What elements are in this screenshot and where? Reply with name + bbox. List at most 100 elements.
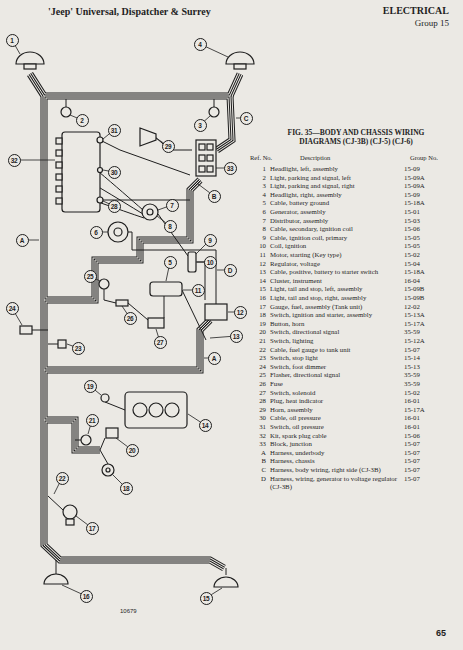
callout-number: 2: [76, 114, 89, 127]
ref-number: 24: [250, 363, 266, 371]
part-description: Switch, oil pressure: [270, 423, 398, 431]
ref-number: 8: [250, 225, 266, 233]
ref-number: 2: [250, 174, 266, 182]
group-number: 16-01: [404, 423, 420, 431]
group-number: 15-09B: [404, 285, 424, 293]
callout-number: 15: [200, 592, 213, 605]
ref-number: 25: [250, 371, 266, 379]
part-description: Horn, assembly: [270, 406, 398, 414]
part-description: Gauge, fuel, assembly (Tank unit): [270, 303, 398, 311]
callout-number: 14: [199, 419, 212, 432]
ref-number: 17: [250, 303, 266, 311]
ref-number: 3: [250, 182, 266, 190]
group-number: 15-07: [404, 457, 420, 465]
group-number: 15-07: [404, 449, 420, 457]
group-number: 15-04: [404, 260, 420, 268]
callout-number: 11: [192, 284, 205, 297]
callout-number: B: [208, 190, 221, 203]
ref-number: 11: [250, 251, 266, 259]
part-description: Kit, spark plug cable: [270, 432, 398, 440]
callout-number: 25: [84, 270, 97, 283]
part-description: Cable, battery ground: [270, 199, 398, 207]
callout-number: 13: [230, 330, 243, 343]
ref-number: D: [250, 475, 266, 483]
part-description: Switch, foot dimmer: [270, 363, 398, 371]
ref-number: 15: [250, 285, 266, 293]
group-number: 15-05: [404, 234, 420, 242]
callout-number: 10: [204, 256, 217, 269]
figure-number: 10679: [120, 608, 137, 615]
callout-number: 3: [194, 119, 207, 132]
group-number: 35-59: [404, 380, 420, 388]
ref-number: 1: [250, 165, 266, 173]
components: [16, 52, 254, 587]
callout-number: C: [240, 112, 253, 125]
ref-number: 5: [250, 199, 266, 207]
group-number: 35-59: [404, 328, 420, 336]
ref-number: 9: [250, 234, 266, 242]
part-description: Harness, underbody: [270, 449, 398, 457]
part-description: Motor, starting (Key type): [270, 251, 398, 259]
group-number: 15-09A: [404, 182, 425, 190]
group-number: 15-07: [404, 346, 420, 354]
header-text: Group 15: [415, 18, 449, 28]
ref-number: 26: [250, 380, 266, 388]
group-number: 15-14: [404, 354, 420, 362]
part-description: Headlight, right, assembly: [270, 191, 398, 199]
callout-number: 21: [86, 414, 99, 427]
part-description: Switch, lighting: [270, 337, 398, 345]
group-number: 15-01: [404, 208, 420, 216]
ref-number: A: [250, 449, 266, 457]
column-header: Ref. No.: [250, 154, 272, 161]
callout-number: 24: [6, 302, 19, 315]
part-description: Button, horn: [270, 320, 398, 328]
group-number: 15-09B: [404, 294, 424, 302]
ref-number: 33: [250, 440, 266, 448]
ref-number: 14: [250, 277, 266, 285]
callout-number: 22: [56, 472, 69, 485]
column-header: Group No.: [410, 154, 438, 161]
callout-number: 32: [8, 154, 21, 167]
ref-number: 21: [250, 337, 266, 345]
part-description: Cluster, instrument: [270, 277, 398, 285]
part-description: Light, tail and stop, right, assembly: [270, 294, 398, 302]
part-description: Headlight, left, assembly: [270, 165, 398, 173]
part-description: Block, junction: [270, 440, 398, 448]
part-description: Switch, solenoid: [270, 389, 398, 397]
ref-number: 31: [250, 423, 266, 431]
group-number: 15-13: [404, 363, 420, 371]
ref-number: 12: [250, 260, 266, 268]
part-description: Regulator, voltage: [270, 260, 398, 268]
header-text: 'Jeep' Universal, Dispatcher & Surrey: [48, 6, 211, 18]
group-number: 15-09: [404, 191, 420, 199]
group-number: 15-13A: [404, 311, 425, 319]
ref-number: 13: [250, 268, 266, 276]
callout-number: 18: [120, 482, 133, 495]
part-description: Cable, positive, battery to starter swit…: [270, 268, 398, 276]
ref-number: B: [250, 457, 266, 465]
group-number: 16-01: [404, 414, 420, 422]
part-description: Switch, stop light: [270, 354, 398, 362]
callout-number: 19: [84, 380, 97, 393]
callout-number: A: [208, 352, 221, 365]
ref-number: 6: [250, 208, 266, 216]
group-number: 15-02: [404, 389, 420, 397]
ref-number: C: [250, 466, 266, 474]
header-text: ELECTRICAL: [383, 5, 449, 17]
callout-number: A: [16, 234, 29, 247]
group-number: 12-02: [404, 303, 420, 311]
callout-number: 27: [154, 336, 167, 349]
figure-title: FIG. 35—BODY AND CHASSIS WIRING DIAGRAMS…: [268, 128, 444, 146]
ref-number: 22: [250, 346, 266, 354]
ref-number: 27: [250, 389, 266, 397]
part-description: Cable, ignition coil, primary: [270, 234, 398, 242]
callout-number: 5: [164, 256, 177, 269]
callout-number: 31: [108, 124, 121, 137]
ref-number: 18: [250, 311, 266, 319]
part-description: Light, parking and signal, left: [270, 174, 398, 182]
group-number: 15-02: [404, 251, 420, 259]
callout-number: 23: [72, 342, 85, 355]
part-description: Cable, fuel gauge to tank unit: [270, 346, 398, 354]
callout-number: D: [224, 264, 237, 277]
